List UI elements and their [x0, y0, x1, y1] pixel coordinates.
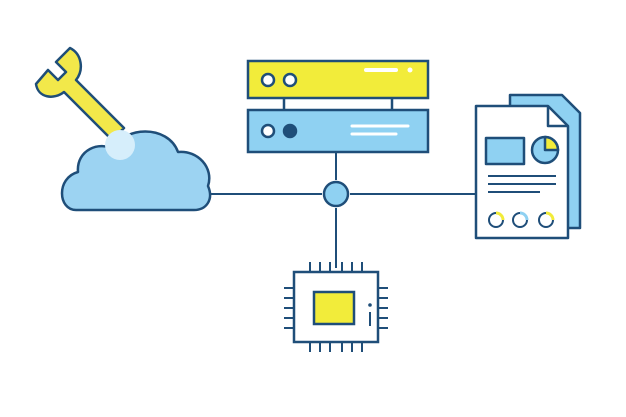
chip-pins-left	[284, 287, 294, 329]
wrench-icon	[34, 46, 126, 142]
server-top-light-2	[282, 72, 298, 88]
document-text-lines	[488, 175, 556, 193]
server-unit-top	[246, 59, 430, 100]
chip-pins-top	[309, 262, 363, 272]
server-unit-bottom	[246, 108, 430, 154]
server-stack-icon	[246, 59, 430, 154]
chip-pins-bottom	[309, 342, 363, 352]
cloud-icon	[60, 130, 212, 212]
cloud-highlight	[105, 130, 135, 160]
network-hub-icon	[322, 180, 350, 208]
document-fold	[546, 106, 568, 128]
report-document-icon	[474, 93, 582, 240]
connection-lines	[205, 152, 476, 268]
chip-core	[312, 290, 356, 326]
chip-marker-dot	[368, 303, 372, 307]
server-bottom-light-1	[260, 123, 276, 139]
document-donuts	[488, 211, 555, 228]
server-bottom-light-2	[282, 123, 298, 139]
server-top-dot	[407, 67, 413, 73]
processor-chip-icon	[284, 262, 388, 352]
server-top-light-1	[260, 72, 276, 88]
document-pie-slice	[543, 135, 560, 152]
document-chart-box	[484, 136, 526, 166]
chip-pins-right	[378, 287, 388, 329]
